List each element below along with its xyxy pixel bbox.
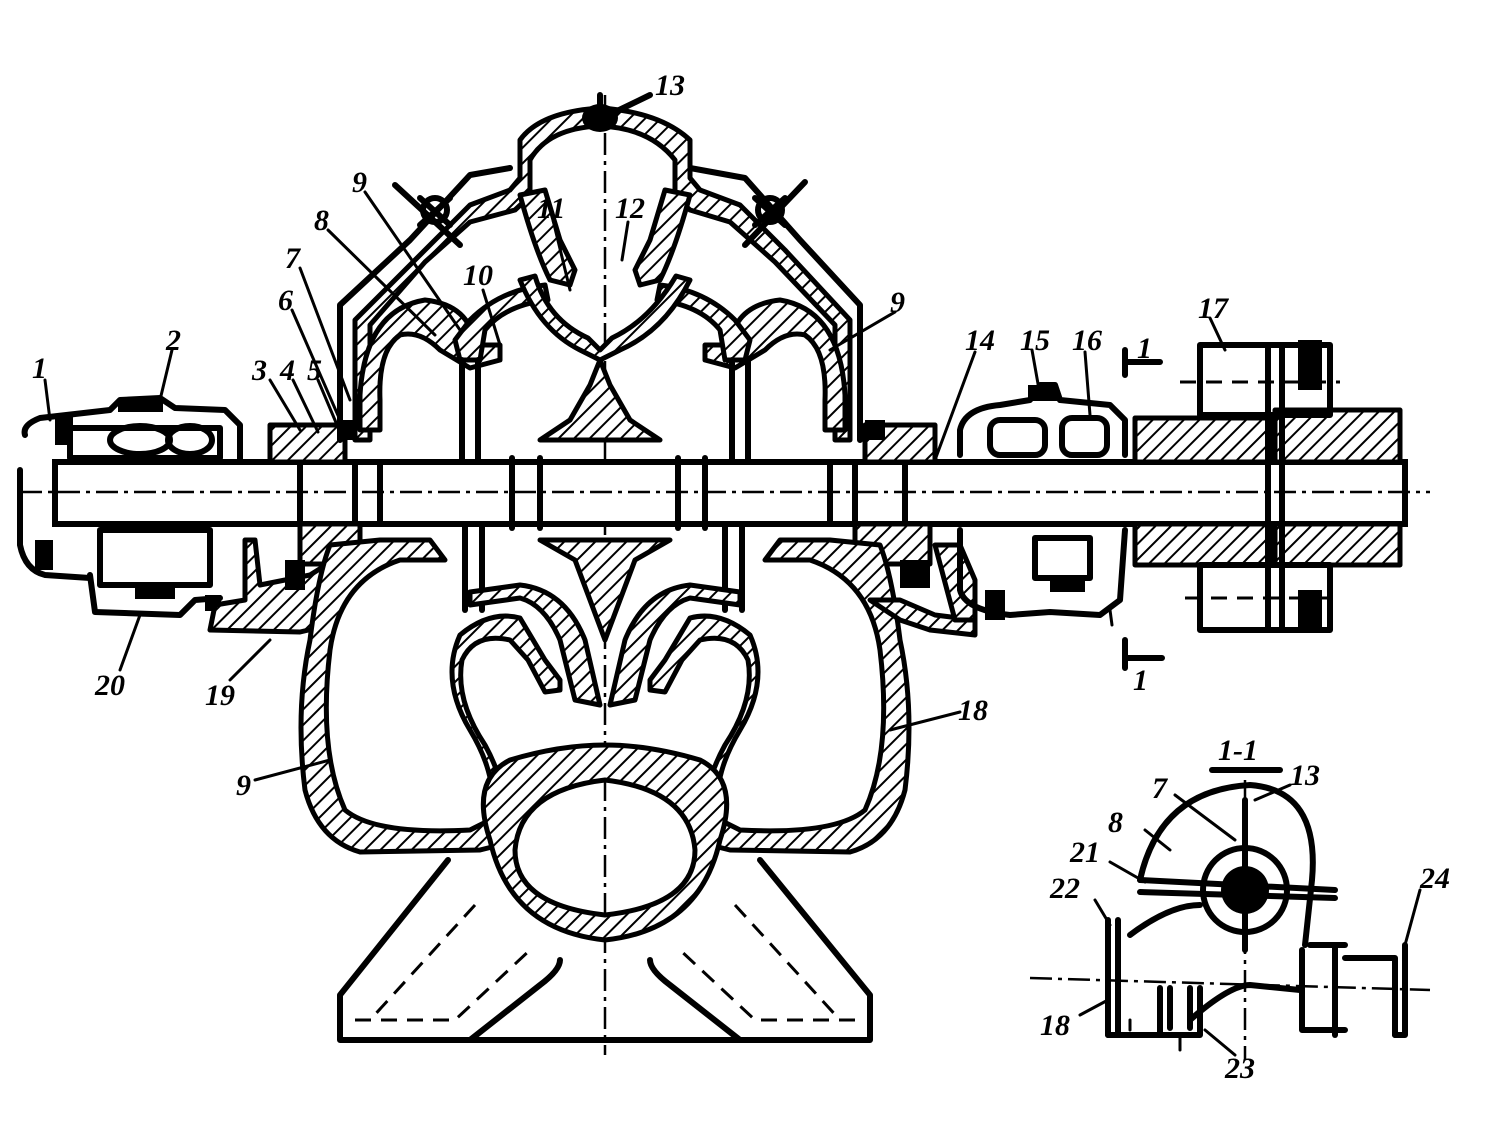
shaft-coupling	[1132, 340, 1403, 633]
section-callout-23: 23	[1224, 1052, 1255, 1085]
callout-1: 1	[32, 352, 47, 385]
shaft	[20, 455, 1430, 531]
callout-11: 11	[537, 192, 565, 225]
callout-12: 12	[615, 192, 645, 225]
section-callout-18: 18	[1040, 1009, 1070, 1042]
callout-13: 13	[655, 69, 685, 102]
callout-15: 15	[1020, 324, 1050, 357]
callout-16: 16	[1072, 324, 1102, 357]
section-callout-22: 22	[1049, 872, 1080, 905]
right-stuffing-box	[852, 420, 938, 588]
callout-labels: 1 2 3 4 5 6 7 8 9 10 11 12 13 9 14 15 16…	[32, 69, 1229, 802]
callout-9-upper-left: 9	[352, 166, 367, 199]
impeller-upper	[459, 273, 751, 465]
callout-9-upper-right: 9	[890, 286, 905, 319]
callout-10: 10	[463, 259, 493, 292]
callout-5: 5	[307, 354, 322, 387]
main-section-view: 1 2 3 4 5 6 7 8 9 10 11 12 13 9 14 15 16…	[17, 69, 1430, 1055]
section-callout-13: 13	[1290, 759, 1320, 792]
callout-3: 3	[251, 354, 267, 387]
callout-14: 14	[965, 324, 995, 357]
pump-base	[337, 857, 873, 1043]
callout-17: 17	[1198, 292, 1229, 325]
section-callout-24: 24	[1419, 862, 1450, 895]
impeller-lower	[462, 521, 745, 708]
callout-7: 7	[285, 242, 301, 275]
section-volute	[1137, 782, 1316, 948]
top-vent-fitting	[582, 92, 653, 132]
callout-19: 19	[205, 679, 235, 712]
left-bearing-assembly	[17, 395, 243, 618]
section-cut-markers	[1122, 347, 1165, 671]
section-cut-label-bottom: 1	[1133, 664, 1148, 697]
section-cut-label-top: 1	[1137, 332, 1152, 365]
callout-8: 8	[314, 204, 329, 237]
callout-2: 2	[165, 324, 181, 357]
section-callout-21: 21	[1069, 836, 1100, 869]
callout-4: 4	[279, 354, 295, 387]
callout-18: 18	[958, 694, 988, 727]
right-bearing-assembly	[957, 382, 1128, 627]
section-callout-7: 7	[1152, 772, 1168, 805]
section-title: 1-1	[1218, 734, 1258, 767]
upper-casing	[337, 105, 863, 443]
callout-9-lower: 9	[236, 769, 251, 802]
callout-6: 6	[278, 284, 293, 317]
callout-20: 20	[94, 669, 125, 702]
callout-leaders	[43, 190, 1227, 782]
section-1-1-view: 1-1 7 13 8 21	[1029, 734, 1450, 1085]
casing-bolts	[392, 179, 808, 248]
section-callout-8: 8	[1108, 806, 1123, 839]
lower-casing	[298, 537, 978, 943]
